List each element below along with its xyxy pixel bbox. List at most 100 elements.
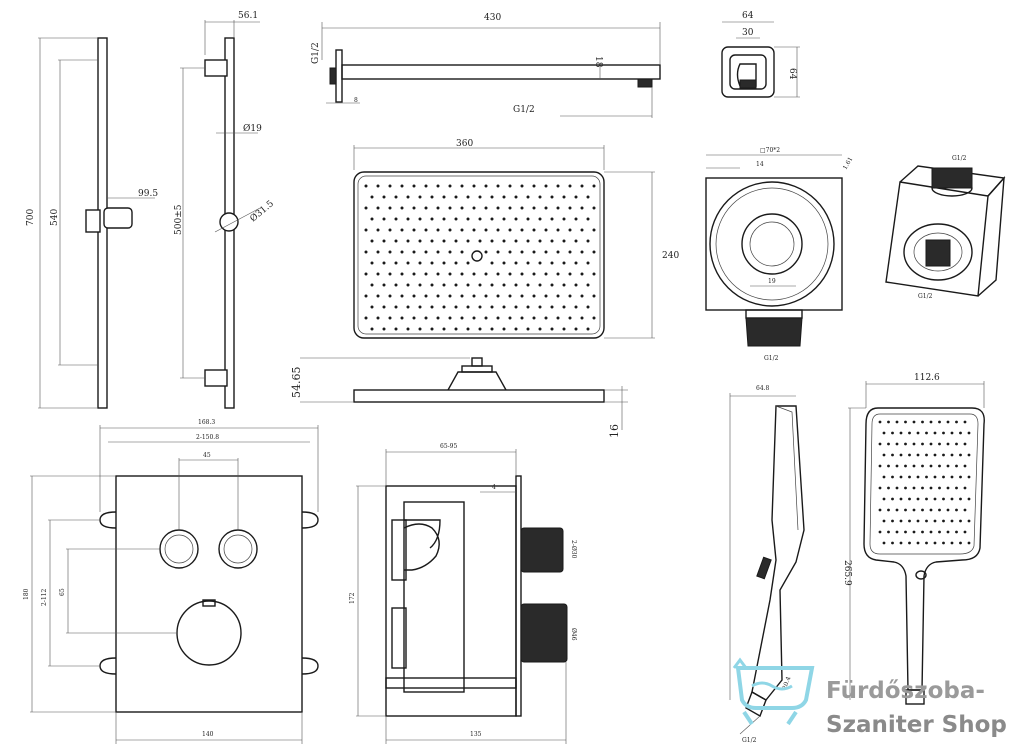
rain-nozzle-dot — [394, 283, 398, 287]
rain-nozzle-dot — [490, 305, 494, 309]
rain-nozzle-dot — [412, 228, 416, 232]
hand-nozzle-dot — [895, 420, 899, 424]
rail-height-label: 700 — [26, 209, 36, 226]
mixer-hole-span-label: 2-150.8 — [196, 434, 219, 441]
rain-nozzle-dot — [562, 239, 566, 243]
rain-nozzle-dot — [460, 206, 464, 210]
hand-nozzle-dot — [916, 475, 920, 479]
rain-nozzle-dot — [580, 316, 584, 320]
hand-shower-side: 64.8 20.4 G1/2 — [729, 385, 805, 744]
hand-nozzle-dot — [887, 530, 890, 534]
rain-nozzle-dot — [538, 283, 542, 287]
hand-nozzle-dot — [967, 431, 971, 435]
rain-nozzle-dot — [394, 195, 398, 199]
arm-thread-left-label: G1/2 — [311, 42, 321, 64]
rain-nozzle-dot — [412, 316, 416, 320]
mixer-height-total-label: 180 — [23, 588, 30, 600]
rain-nozzle-dot — [586, 327, 590, 331]
rain-nozzle-dot — [448, 316, 452, 320]
hand-neck-label: 20.4 — [781, 676, 792, 691]
rain-nozzle-dot — [508, 228, 512, 232]
rain-nozzle-dot — [556, 250, 560, 254]
hand-nozzle-dot — [916, 431, 920, 435]
rain-nozzle-dot — [580, 250, 584, 254]
rain-nozzle-dot — [484, 294, 488, 298]
hand-nozzle-dot — [933, 431, 937, 435]
hand-nozzle-dot — [895, 486, 899, 490]
rain-nozzle-dot — [406, 195, 410, 199]
hand-nozzle-dot — [912, 464, 916, 468]
rain-nozzle-dot — [538, 217, 542, 221]
rain-nozzle-dot — [436, 184, 440, 188]
rain-nozzle-dot — [574, 305, 578, 309]
rain-nozzle-dot — [424, 184, 428, 188]
rain-nozzle-dot — [376, 184, 380, 188]
rain-nozzle-dot — [364, 272, 368, 276]
hand-nozzle-dot — [887, 442, 890, 446]
rain-nozzle-dot — [418, 217, 422, 221]
hand-width-label: 64.8 — [756, 385, 770, 392]
rain-nozzle-dot — [442, 217, 446, 221]
rain-nozzle-dot — [484, 228, 488, 232]
hand-nozzle-dot — [887, 486, 890, 490]
hand-nozzle-dot — [963, 420, 967, 424]
rain-nozzle-dot — [442, 305, 446, 309]
rain-nozzle-dot — [574, 283, 578, 287]
hand-nozzle-dot — [878, 420, 882, 424]
rain-nozzle-dot — [496, 294, 500, 298]
rain-nozzle-dot — [430, 305, 434, 309]
hand-nozzle-dot — [887, 508, 890, 512]
hand-nozzle-dot — [912, 442, 916, 446]
rain-head-top: 360 240 — [353, 139, 679, 339]
rain-nozzle-dot — [538, 239, 542, 243]
hand-nozzle-dot — [899, 497, 903, 501]
rain-nozzle-dot — [520, 316, 524, 320]
hand-nozzle-dot — [878, 530, 882, 534]
hand-nozzle-dot — [882, 475, 886, 479]
hand-nozzle-dot — [908, 475, 911, 479]
shower-arm: 430 G1/2 18 8 G1/2 — [311, 13, 661, 118]
rain-nozzle-dot — [550, 239, 554, 243]
hand-nozzle-dot — [882, 541, 886, 545]
rain-nozzle-dot — [400, 316, 404, 320]
rain-nozzle-dot — [496, 316, 500, 320]
rain-nozzle-dot — [520, 272, 524, 276]
rain-nozzle-dot — [466, 305, 470, 309]
rain-nozzle-dot — [406, 305, 410, 309]
hand-nozzle-dot — [899, 453, 903, 457]
rain-nozzle-dot — [496, 184, 500, 188]
rain-nozzle-dot — [466, 217, 470, 221]
outlet-iso-top-label: G1/2 — [952, 155, 967, 162]
rain-nozzle-dot — [418, 327, 422, 331]
rain-nozzle-dot — [580, 206, 584, 210]
rain-nozzle-dot — [556, 228, 560, 232]
rain-nozzle-dot — [520, 206, 524, 210]
outlet-side-label: 14 — [756, 161, 764, 168]
hand-nozzle-dot — [938, 530, 941, 534]
hand-nozzle-dot — [950, 519, 954, 523]
rain-nozzle-dot — [466, 327, 470, 331]
outlet-iso-bottom-label: G1/2 — [918, 293, 933, 300]
mixer-plate-width-label: 140 — [202, 731, 214, 738]
hand-nozzle-dot — [946, 464, 950, 468]
rain-nozzle-dot — [574, 261, 578, 265]
outlet-square-label: □70*2 — [760, 147, 780, 154]
rain-nozzle-dot — [490, 283, 494, 287]
hand-nozzle-dot — [916, 519, 920, 523]
rain-nozzle-dot — [532, 206, 536, 210]
rain-nozzle-dot — [388, 228, 392, 232]
rail-holder-label: 99.5 — [138, 189, 158, 199]
rain-nozzle-dot — [478, 305, 482, 309]
rain-nozzle-dot — [514, 283, 518, 287]
hand-nozzle-dot — [878, 486, 882, 490]
rain-nozzle-dot — [454, 305, 458, 309]
rain-nozzle-dot — [568, 184, 572, 188]
rain-nozzle-dot — [424, 228, 428, 232]
hand-head-width-label: 112.6 — [914, 373, 940, 383]
concealed-body-side: 65-95 4 172 2-Ø30 Ø46 135 — [349, 443, 577, 744]
rain-nozzle-dot — [436, 228, 440, 232]
rain-nozzle-dot — [388, 272, 392, 276]
hand-nozzle-dot — [950, 541, 954, 545]
rain-nozzle-dot — [526, 239, 530, 243]
